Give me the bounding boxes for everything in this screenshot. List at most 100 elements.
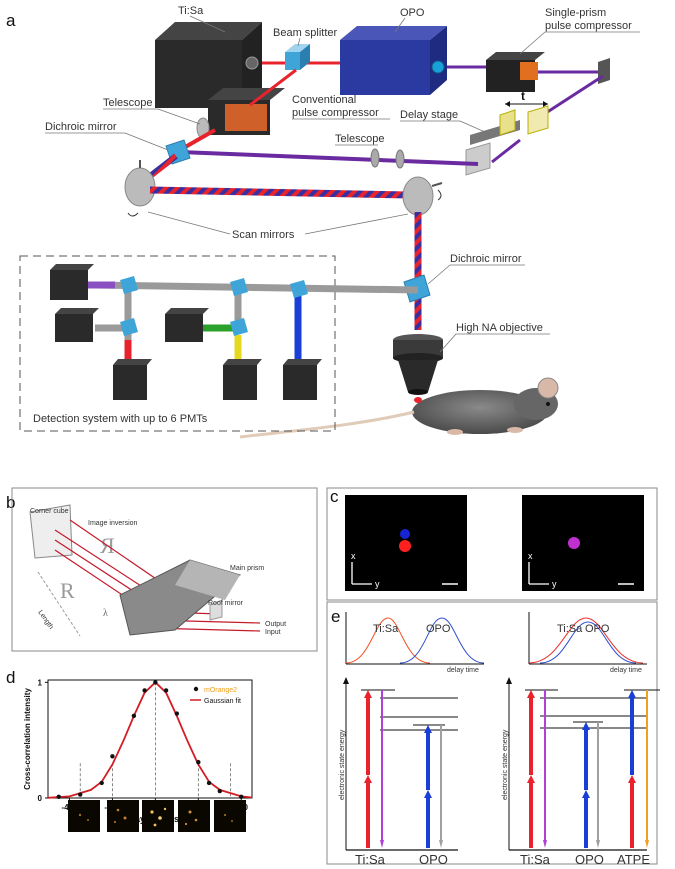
scan-mirrors-leader-1 [147,211,231,235]
beam-splitter-leader [297,37,301,47]
data-point-0 [56,794,61,800]
high-na-objective [393,334,443,395]
e-right-bottom-opo: OPO [575,852,604,867]
telescope-1-label: Telescope [103,97,153,109]
detection-box [19,255,336,432]
e-left-tisa-pulse [345,617,431,664]
delay-arrow-head-right [543,101,548,107]
fold-mirror-1 [598,58,610,84]
panel-e: e Ti:Sa OPO delay time Ti:Sa OPO delay t… [326,601,660,867]
tisa-split-beam [249,68,297,107]
panel-b: b Corner cube Image inversion Я R Main p… [6,487,318,652]
e-right-orange-emission-head [645,840,649,848]
e-right-tisa-label: Ti:Sa [557,623,583,635]
detection-label: Detection system with up to 6 PMTs [33,413,208,425]
opo-label: OPO [400,7,425,19]
panel-c: c x y x y [326,487,658,601]
e-left-energy-arrowhead [343,677,349,684]
single-prism-compressor [486,52,545,92]
single-prism-label-1: Single-prism [545,7,606,19]
delay-stage-label: Delay stage [400,109,458,121]
e-right-opo-arrow-1-head [582,790,590,798]
scan-mirror-2 [402,176,434,216]
e-right-transition-arrows [527,690,649,848]
data-point-8 [174,711,180,716]
dichroic-2-leader [427,264,451,285]
e-right-energy-arrowhead [506,677,512,684]
e-right-opo-label: OPO [585,623,610,635]
telescope-1-leader [157,108,201,125]
combined-beam-2 [149,186,411,199]
thumb-4 [178,800,210,832]
image-c1-x-label: x [351,551,356,561]
delay-arrow-head-left [505,101,510,107]
scan-mirrors-label: Scan mirrors [232,229,295,241]
delay-return-beam [491,138,521,164]
dichroic-2-label: Dichroic mirror [450,253,522,265]
telescope-2-lens-1 [370,148,380,168]
beam-splitter-label: Beam splitter [273,27,338,39]
data-point-2 [99,780,104,786]
e-left-tisa-label: Ti:Sa [373,623,399,635]
e-left-tisa-arrow-2-head [364,690,372,698]
pmt-1 [50,264,94,300]
thumb-5 [214,800,246,832]
image-c2-spot [568,537,580,549]
det-dichroic-1 [120,276,138,294]
e-right-tisa-pulse [528,617,644,664]
length-arrow [37,571,81,637]
lambda-glyph: λ [103,608,108,619]
det-dichroic-4 [120,318,138,336]
thumb-3 [142,800,174,832]
data-point-7 [163,688,169,693]
delay-t-label: t [521,89,525,103]
legend-series-label: mOrange2 [204,687,237,694]
main-prism-label: Main prism [230,565,264,572]
e-right-atpe-blue-arrow-head [628,690,636,698]
scan-mirror-1-rotation [127,212,139,217]
scan-mirror-2-axis [431,182,443,187]
length-label: Length [36,609,54,631]
panel-e-label: e [331,607,340,626]
e-left-bottom-opo: OPO [419,852,448,867]
scan-mirrors-leader-2 [304,213,409,235]
e-right-tisa-arrow-1-head [527,775,535,783]
conventional-label-1: Conventional [292,94,356,106]
output-label: Output [265,621,286,628]
e-left-gray-emission-head [439,840,443,848]
det-dichroic-2 [230,278,248,296]
image-c1-y-label: y [375,579,380,589]
panel-c-frame [326,487,658,601]
single-prism-label-2: pulse compressor [545,20,632,32]
legend-point-marker [193,686,199,692]
thumb-dots [78,807,233,827]
pmt-4 [113,359,152,400]
data-point-9 [196,759,201,765]
data-point-4 [131,713,137,719]
e-left-violet-emission-head [380,840,384,848]
focal-spot [414,397,422,403]
panel-a-label: a [6,11,16,30]
e-right-bottom-atpe: ATPE [617,852,650,867]
roof-mirror-label: Roof mirror [208,600,244,607]
objective-label: High NA objective [456,322,543,334]
image-c2 [522,495,644,591]
e-right-atpe-red-arrow-head [628,775,636,783]
pmt-5 [223,359,262,400]
beam-splitter [285,44,310,70]
det-dichroic-5 [230,318,248,336]
e-left-opo-label: OPO [426,623,451,635]
dichroic-1-label: Dichroic mirror [45,121,117,133]
e-right-ylabel: electronic state energy [502,729,509,800]
e-right-delay-label: delay time [610,667,642,674]
image-c1-blue-spot [400,529,410,539]
e-right-violet-emission-head [543,840,547,848]
panel-d: d -400-200020040001Delay time, fsCross-c… [6,668,253,832]
telescope-2-lens-2 [395,149,405,169]
e-left-opo-arrow-1-head [424,790,432,798]
image-c1-red-spot [399,540,411,552]
panel-a: a Ti:Sa Beam splitter OPO [6,5,640,439]
image-c2-x-label: x [528,551,533,561]
telescope-2-label: Telescope [335,133,385,145]
single-prism-leader [519,31,546,55]
